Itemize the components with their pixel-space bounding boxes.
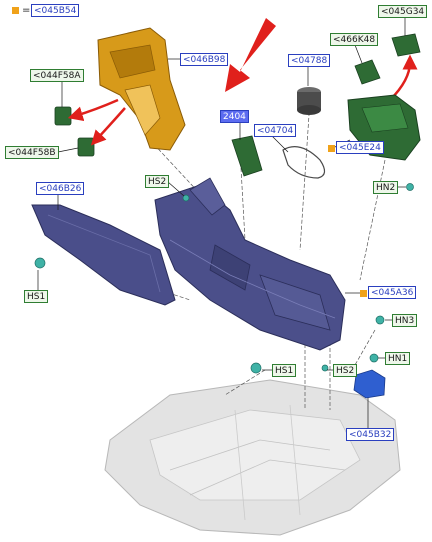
callout-HN2[interactable]: HN2 [373,181,399,194]
callout-045B32[interactable]: <045B32 [346,428,395,441]
orange-square-icon-045E24 [328,145,335,152]
armrest-pad-top [391,33,421,57]
mounting-bracket [353,369,386,399]
callout-2404[interactable]: 2404 [220,110,249,123]
switch-part-a [54,106,72,126]
big-red-arrow-icon [225,18,276,92]
callout-HS1-left[interactable]: HS1 [24,290,49,303]
legend-equals: = [22,5,31,16]
fastener-hn1 [369,353,379,363]
switch-part-b [77,137,95,157]
green-strip-part [231,135,263,177]
orange-square-icon [12,7,19,14]
callout-046B26[interactable]: <046B26 [36,182,85,195]
gear-shift-bezel [97,27,186,151]
callout-HS2-top[interactable]: HS2 [145,175,170,188]
callout-466K48[interactable]: <466K48 [330,33,379,46]
orange-square-icon-045A36 [360,290,367,297]
fastener-hs1-bottom [250,362,262,374]
callout-HS1-bottom[interactable]: HS1 [272,364,297,377]
fastener-hn3 [375,315,385,325]
callout-HS2-bottom[interactable]: HS2 [333,364,358,377]
callout-044F58A[interactable]: <044F58A [30,69,84,82]
callout-045G34[interactable]: <045G34 [378,5,428,18]
wire-clip-ring [282,146,326,179]
cup-holder-insert [297,87,321,115]
fastener-hs1-left [34,257,46,269]
fastener-hs2-top [182,194,190,202]
callout-045E24[interactable]: <045E24 [336,141,384,154]
callout-HN3[interactable]: HN3 [392,314,418,327]
legend-code[interactable]: <045B54 [31,4,80,17]
left-side-panel [31,204,176,306]
callout-044F58B[interactable]: <044F58B [5,146,59,159]
callout-04788[interactable]: <04788 [288,54,331,67]
armrest-pad-small [354,59,381,85]
callout-04704[interactable]: <04704 [254,124,297,137]
fastener-hs2-bottom [321,364,329,372]
floor-pan [104,379,401,536]
callout-046B98[interactable]: <046B98 [180,53,229,66]
fastener-hn2 [406,183,414,191]
center-console-body [154,177,346,351]
callout-045A36[interactable]: <045A36 [368,286,417,299]
callout-HN1[interactable]: HN1 [385,352,411,365]
